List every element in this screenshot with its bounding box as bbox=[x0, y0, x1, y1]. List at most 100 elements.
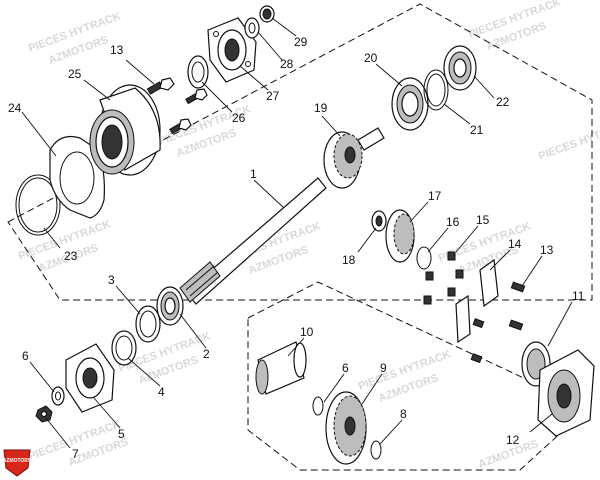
part-14-link-plate bbox=[455, 258, 499, 364]
part-17-pinion-gear bbox=[385, 209, 415, 263]
bolt bbox=[470, 353, 483, 364]
bolt bbox=[472, 318, 485, 329]
shaft-end bbox=[293, 342, 307, 378]
part-bolt bbox=[169, 118, 192, 135]
seal-inner bbox=[248, 22, 256, 34]
callout-9: 9 bbox=[380, 361, 387, 375]
leader-line bbox=[201, 81, 233, 113]
washer-outer bbox=[51, 386, 65, 406]
bearing-bore bbox=[401, 91, 419, 117]
pinion-teeth bbox=[393, 213, 415, 255]
gear-shaft-stub bbox=[357, 127, 385, 151]
callout-27: 27 bbox=[266, 89, 280, 103]
bolt-body bbox=[508, 319, 524, 331]
callout-15: 15 bbox=[476, 213, 490, 227]
callout-20: 20 bbox=[364, 51, 378, 65]
part-7-nut bbox=[35, 405, 53, 423]
leader-line bbox=[29, 361, 55, 393]
part-13-bolt bbox=[508, 281, 526, 331]
callout-25: 25 bbox=[68, 67, 82, 81]
part-9-gear bbox=[325, 391, 367, 465]
part-10-shaft bbox=[255, 341, 307, 395]
part-24-gasket bbox=[49, 135, 105, 219]
flange-bolt-hole bbox=[213, 31, 219, 37]
part-16-washer bbox=[416, 246, 432, 270]
leader-line bbox=[21, 111, 57, 157]
bolt bbox=[423, 295, 432, 305]
lower-assembly-boundary bbox=[247, 281, 589, 471]
flange-hole bbox=[224, 38, 240, 62]
gear-hub bbox=[344, 146, 356, 164]
leader-lines bbox=[21, 17, 573, 449]
part-2-bearing bbox=[156, 286, 184, 326]
spline-line bbox=[189, 271, 219, 297]
link-plate bbox=[455, 294, 471, 344]
part-27-flange bbox=[207, 17, 257, 83]
leader-line bbox=[489, 249, 511, 271]
callout-22: 22 bbox=[496, 95, 510, 109]
bolt-body bbox=[510, 281, 526, 293]
callout-1: 1 bbox=[250, 167, 257, 181]
clip bbox=[370, 440, 382, 460]
leader-line bbox=[361, 373, 383, 405]
link-plate bbox=[479, 258, 499, 308]
part-1-main-shaft bbox=[179, 177, 327, 305]
seal-inner bbox=[191, 61, 205, 83]
bolt-head bbox=[159, 77, 175, 91]
part-13-bolt bbox=[146, 77, 175, 95]
circlip-ring-inner bbox=[18, 177, 58, 233]
leader-line bbox=[83, 79, 111, 101]
part-15-bolts bbox=[423, 251, 464, 305]
callout-11: 11 bbox=[572, 289, 585, 303]
leader-line bbox=[379, 419, 403, 445]
ring-outer bbox=[423, 69, 449, 111]
bolt bbox=[447, 251, 456, 261]
callout-23: 23 bbox=[64, 249, 78, 263]
ring-inner bbox=[426, 73, 446, 107]
callout-8: 8 bbox=[400, 407, 407, 421]
logo-text: AZMOTORS bbox=[3, 458, 32, 464]
seal-outer bbox=[244, 17, 260, 39]
callout-labels: 1 2 3 4 5 6 7 8 9 6 10 11 12 13 14 15 16… bbox=[8, 35, 585, 461]
callout-14: 14 bbox=[508, 237, 522, 251]
leader-line bbox=[287, 337, 305, 357]
callout-18: 18 bbox=[342, 253, 356, 267]
leader-line bbox=[253, 179, 285, 209]
part-19-bevel-gear bbox=[323, 127, 385, 189]
leader-line bbox=[321, 115, 341, 137]
leader-line bbox=[43, 227, 61, 249]
part-25-housing-cover bbox=[89, 84, 161, 176]
bolt-head bbox=[194, 88, 208, 101]
callout-6: 6 bbox=[22, 349, 29, 363]
callout-19: 19 bbox=[314, 101, 328, 115]
leader-line bbox=[179, 313, 207, 349]
washer-outer bbox=[416, 246, 432, 270]
callout-24: 24 bbox=[8, 101, 22, 115]
part-3-seal bbox=[135, 305, 161, 343]
bearing-bore bbox=[164, 297, 176, 315]
leader-line bbox=[427, 227, 449, 253]
callout-17: 17 bbox=[428, 189, 442, 203]
spline-line bbox=[185, 265, 215, 291]
part-18-spacer bbox=[371, 210, 387, 232]
leader-line bbox=[127, 357, 161, 387]
nut-hole bbox=[40, 410, 48, 418]
callout-7: 7 bbox=[72, 447, 79, 461]
gasket-hole bbox=[59, 151, 95, 205]
leader-line bbox=[93, 397, 121, 429]
leader-line bbox=[45, 417, 71, 449]
callout-29: 29 bbox=[294, 35, 308, 49]
leader-line bbox=[323, 373, 345, 403]
azmotors-logo: AZMOTORS bbox=[3, 449, 32, 477]
watermark-text: PIECES HYTRACK bbox=[537, 118, 600, 163]
housing-bore-inner bbox=[101, 124, 123, 160]
bolt bbox=[425, 271, 434, 281]
shaft-end bbox=[255, 359, 269, 395]
clip bbox=[312, 396, 324, 416]
seal-outer bbox=[187, 55, 209, 89]
part-20-bearing bbox=[391, 77, 429, 131]
bolt bbox=[447, 287, 456, 297]
gear-hub bbox=[344, 416, 356, 436]
callout-13-right: 13 bbox=[540, 243, 554, 257]
